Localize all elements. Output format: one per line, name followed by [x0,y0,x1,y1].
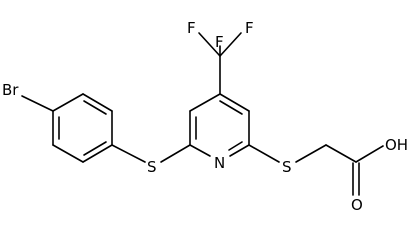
bond-ch2-c [325,144,357,163]
bond-ar-s [111,144,146,163]
bond-ar-3 [52,144,84,163]
sulfur-right-label: S [282,158,292,176]
bromine-label: Br [2,81,19,99]
bond-ar-4 [82,144,113,163]
bond-c-oh [355,145,384,163]
bond-ar-1 [52,93,84,112]
carbonyl-oxygen-label: O [351,196,363,214]
bond-py-s [248,144,280,163]
bond-c-f-right [219,32,242,57]
bond-ar-6 [82,93,113,112]
fluorine-right-label: F [245,19,254,37]
bond-py-double-b [219,100,243,115]
fluorine-bottom-label: F [215,33,224,51]
bond-s-ch2 [295,144,327,163]
bond-c-f-left [198,32,221,57]
bond-py-double-c [228,141,243,151]
bond-c-br [21,95,54,112]
bromophenyl-ring [52,93,113,163]
nitrogen-label: N [214,154,225,172]
bond-s-py [160,144,191,163]
structure-canvas: Br S N F F F S OH [2,19,409,214]
bond-py-5 [229,144,250,157]
bond-py-3 [219,93,250,112]
fluorine-left-label: F [187,19,196,37]
bond-py-6 [189,144,211,157]
pyridine-ring [189,93,250,157]
hydroxyl-label: OH [385,136,408,154]
bond-py-2 [189,93,221,112]
sulfur-left-label: S [147,158,157,176]
bond-ar-double-a [83,100,107,115]
molecule-structure: Br S N F F F S OH [2,19,408,214]
bond-ar-double-b [83,141,107,156]
